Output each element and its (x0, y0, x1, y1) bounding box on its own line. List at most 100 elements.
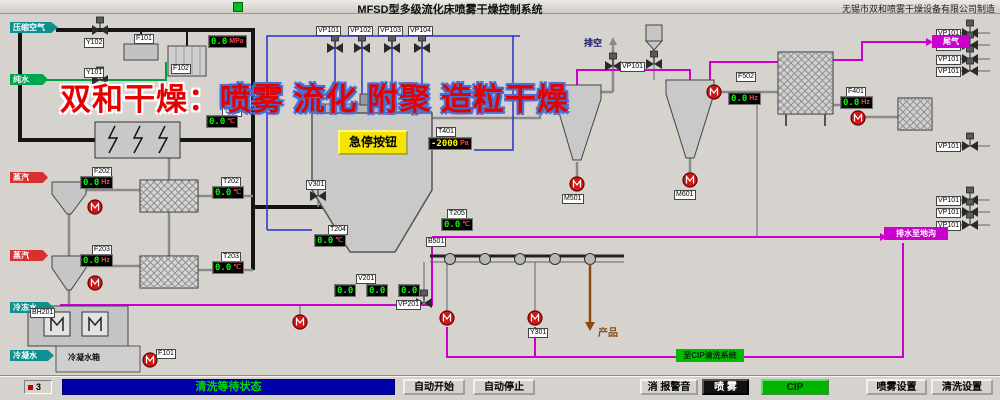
equipment-tag-B501: B501 (426, 237, 447, 247)
motor-icon[interactable] (569, 176, 585, 192)
equipment-tag-F102: F102 (171, 64, 191, 74)
utility-source: 蒸汽 (10, 250, 48, 261)
equipment-tag-M601: M601 (674, 190, 696, 200)
valve-icon[interactable] (961, 132, 979, 152)
utility-source: 冷凝水 (10, 350, 54, 361)
blower (123, 43, 159, 61)
utility-source: 纯水 (10, 74, 48, 85)
pipes-gray (67, 45, 898, 306)
equipment-tag-VP101: VP101 (936, 142, 962, 152)
page-indicator[interactable]: 3 (24, 380, 52, 394)
motor-icon[interactable] (682, 172, 698, 188)
display-unit: ℃ (462, 220, 471, 228)
value-display-T205: 0.0℃ (441, 218, 474, 231)
cyclone-2 (665, 79, 715, 159)
equipment-tag-BH201: BH201 (30, 308, 56, 318)
display-unit: Pa (460, 139, 469, 147)
equipment-tag-F101: F101 (156, 349, 176, 359)
utility-source: 冷冻水 (10, 302, 54, 313)
equipment-tag-VP101: VP101 (936, 67, 962, 77)
display-value: 0.0 (401, 285, 418, 296)
display-unit: Hz (861, 98, 870, 106)
emergency-stop-button[interactable]: 急停按钮 (338, 130, 408, 155)
button-自动开始[interactable]: 自动开始 (403, 379, 465, 395)
motor-icon[interactable] (292, 314, 308, 330)
display-value: 0.0 (83, 177, 100, 188)
equipment-tag-VP104: VP104 (408, 26, 434, 36)
title-bar: MFSD型多级流化床喷雾干燥控制系统 无锡市双和喷雾干燥设备有限公司制造 (0, 0, 1000, 16)
motor-icon[interactable] (87, 275, 103, 291)
button-CIP[interactable]: CIP (761, 379, 829, 395)
button-清洗设置[interactable]: 清洗设置 (931, 379, 993, 395)
tailgas-arrow-icon (926, 38, 933, 46)
motor-icon[interactable] (850, 110, 866, 126)
utility-source: 压缩空气 (10, 22, 58, 33)
equipment-tag-VP101: VP101 (316, 26, 342, 36)
exhaust-filter (897, 97, 933, 131)
valve-icon[interactable] (91, 16, 109, 36)
display-value: 0.0 (843, 97, 860, 108)
button-消 报警音[interactable]: 消 报警音 (640, 379, 698, 395)
display-value: 0.0 (317, 235, 334, 246)
equipment-tag-M501: M501 (562, 194, 584, 204)
value-display-V201c: 0.0 (398, 284, 421, 297)
equipment-tag-VP101: VP101 (936, 221, 962, 231)
display-unit: ℃ (233, 263, 242, 271)
motor-icon[interactable] (87, 199, 103, 215)
hopper-vessel (644, 24, 664, 51)
status-banner: 清洗等待状态 (62, 379, 395, 395)
equipment-tag-VP103: VP103 (378, 26, 404, 36)
flow-box: 至CIP清洗系统 (676, 349, 744, 362)
display-unit: Hz (749, 94, 758, 102)
value-display-V201a: 0.0 (334, 284, 357, 297)
equipment-tag-Y301: Y301 (528, 328, 549, 338)
display-value: 0.0 (215, 187, 232, 198)
flow-box: 排水至地沟 (884, 227, 948, 240)
pipes-magenta (60, 41, 926, 358)
equipment-tag-VP101: VP101 (936, 196, 962, 206)
manufacturer-label: 无锡市双和喷雾干燥设备有限公司制造 (841, 4, 995, 14)
button-喷 雾[interactable]: 喷 雾 (702, 379, 749, 395)
motor-icon[interactable] (142, 352, 158, 368)
display-value: 0.0 (731, 93, 748, 104)
cyclone-1 (554, 84, 602, 161)
title-icon (233, 2, 243, 12)
display-value: 0.0 (209, 116, 226, 127)
utility-source: 蒸汽 (10, 172, 48, 183)
button-喷雾设置[interactable]: 喷雾设置 (866, 379, 927, 395)
equipment-tag-V201: V201 (356, 274, 377, 284)
display-unit: ℃ (335, 236, 344, 244)
display-unit: ℃ (233, 188, 242, 196)
condensate-tank (55, 345, 141, 373)
value-display-V201b: 0.0 (366, 284, 389, 297)
page-number: 3 (36, 382, 42, 392)
value-display-T203: 0.0℃ (212, 261, 245, 274)
display-unit: MPa (229, 37, 244, 45)
heat-exchanger-2 (139, 255, 199, 289)
display-value: 0.0 (215, 262, 232, 273)
equipment-tag-VP101: VP101 (936, 55, 962, 65)
motor-icon[interactable] (706, 84, 722, 100)
motor-icon[interactable] (439, 310, 455, 326)
value-display-T201: 0.0℃ (206, 115, 239, 128)
display-unit: ℃ (227, 117, 236, 125)
page-title: MFSD型多级流化床喷雾干燥控制系统 (357, 4, 543, 16)
motor-icon[interactable] (527, 310, 543, 326)
display-value: 0.0 (337, 285, 354, 296)
display-value: -2000 (431, 138, 459, 149)
flow-box: 尾气 (932, 35, 970, 48)
product-line (585, 264, 595, 331)
display-unit: Hz (101, 178, 110, 186)
equipment-tag-Y102: Y102 (84, 38, 105, 48)
equipment-tag-VP101: VP101 (620, 62, 646, 72)
button-自动停止[interactable]: 自动停止 (473, 379, 535, 395)
equipment-tag-VP102: VP102 (348, 26, 374, 36)
equipment-tag-T401: T401 (436, 127, 456, 137)
